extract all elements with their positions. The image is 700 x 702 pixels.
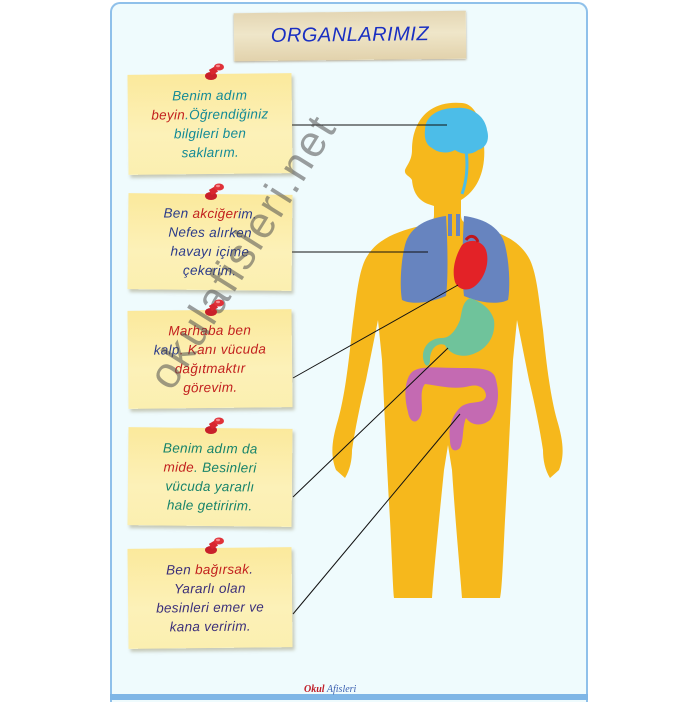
note-text-part: kana veririm.	[169, 618, 251, 635]
footer-brand-second: Afisleri	[326, 684, 357, 695]
pushpin-icon	[205, 63, 224, 80]
note-text-part: Ben	[163, 205, 193, 221]
brain-organ	[424, 107, 488, 154]
note-text-part: . Besinleri	[193, 459, 257, 476]
intestine-organ	[405, 367, 498, 451]
footer-brand-first: Okul	[304, 684, 325, 695]
stomach-pointer-line	[292, 347, 449, 498]
note-text-part: Ben	[166, 562, 196, 578]
heart-pointer-line	[292, 284, 459, 379]
note-text: Ben bağırsak.Yararlı olan besinleri emer …	[156, 559, 265, 636]
note-text-part: bağırsak	[194, 561, 250, 578]
pushpin-icon	[205, 417, 224, 434]
stomach-organ	[422, 298, 495, 366]
note-text-part: .	[249, 561, 254, 577]
note-text-part: beyin	[151, 107, 186, 123]
heart-organ	[453, 240, 488, 290]
note-text-part: akciğer	[192, 205, 239, 222]
note-stomach: Benim adım da mide. Besinleri vücuda yarar…	[127, 427, 293, 527]
note-text: Benim adım da mide. Besinleri vücuda yarar…	[162, 439, 258, 516]
intestine-pointer-line	[292, 413, 461, 615]
note-text-part: bilgileri ben	[173, 125, 247, 142]
poster-bottom-strip	[110, 694, 588, 700]
note-text-part: hale getiririm.	[166, 497, 253, 514]
note-text: Benim adım beyin.Öğrendiğiniz bilgileri be…	[151, 85, 269, 162]
lungs-organ	[400, 216, 448, 303]
body-silhouette	[332, 102, 563, 598]
note-brain: Benim adım beyin.Öğrendiğiniz bilgileri be…	[127, 73, 293, 175]
pushpin-icon	[205, 183, 224, 200]
note-text-part: Yararlı olan	[173, 580, 246, 597]
pushpin-icon	[205, 537, 224, 554]
note-intestine: Ben bağırsak.Yararlı olan besinleri emer …	[127, 547, 293, 649]
note-text-part: Benim adım	[172, 87, 248, 104]
note-text-part: .Öğrendiğiniz	[184, 106, 269, 123]
pushpin-icon	[205, 299, 224, 316]
note-text-part: Benim adım da	[162, 440, 258, 457]
note-text-part: mide	[163, 459, 195, 475]
note-text-part: saklarım.	[181, 144, 240, 161]
note-text-part: besinleri emer ve	[156, 599, 265, 616]
note-text-part: vücuda yararlı	[165, 478, 255, 495]
footer-logo: Okul Afisleri	[304, 684, 356, 695]
